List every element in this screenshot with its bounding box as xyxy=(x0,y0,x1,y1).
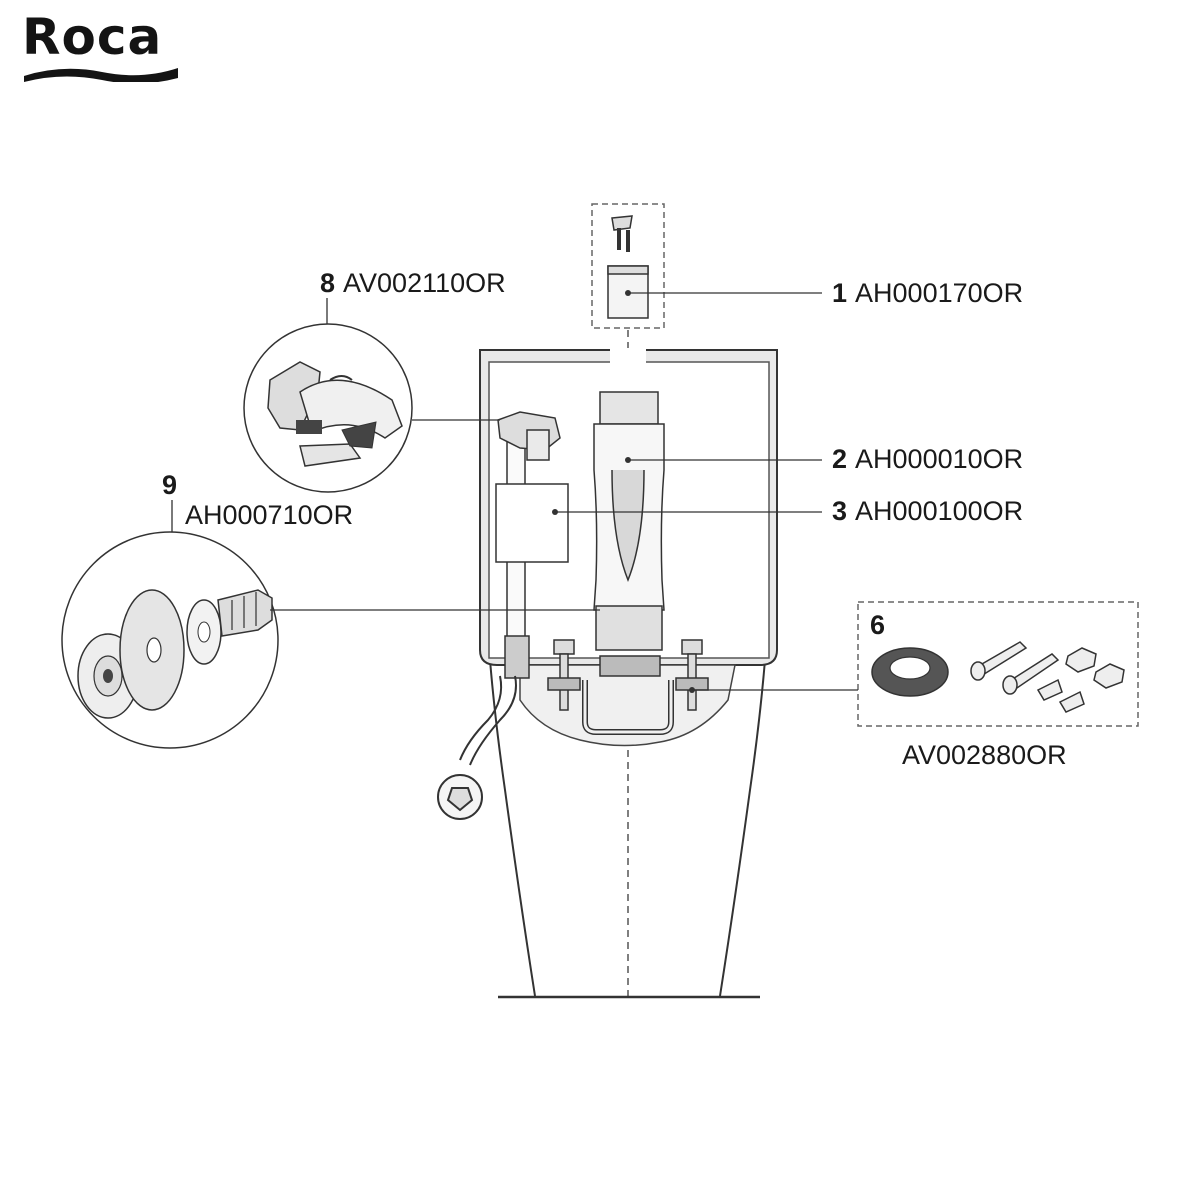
part-number: 2 xyxy=(832,444,848,474)
part-code: AH000170OR xyxy=(855,278,1024,308)
part-6-fixing-kit xyxy=(857,601,1139,727)
part-code: AH000100OR xyxy=(855,496,1024,526)
part-code: AH000010OR xyxy=(855,444,1024,474)
flush-valve xyxy=(593,391,665,677)
part-6-number: 6 xyxy=(870,610,886,640)
part-code: AV002110OR xyxy=(343,268,506,298)
part-9-code: AH000710OR xyxy=(185,500,354,530)
fill-valve xyxy=(495,411,569,679)
logo-wordmark: Roca xyxy=(22,8,163,66)
part-6-code: AV002880OR xyxy=(902,740,1067,770)
part-1-push-button xyxy=(591,203,665,329)
tank-bolts xyxy=(547,639,709,711)
bowl-mounting-section xyxy=(519,664,736,747)
toilet-pedestal xyxy=(489,659,766,999)
roca-logo: Roca xyxy=(22,8,182,84)
part-9-number: 9 xyxy=(162,470,178,500)
leader-lines xyxy=(171,292,858,691)
part-number: 1 xyxy=(832,278,848,308)
part-number: 8 xyxy=(320,268,336,298)
inlet-hose xyxy=(437,675,517,820)
part-number: 3 xyxy=(832,496,848,526)
logo-swoosh-icon xyxy=(24,68,178,82)
part-9-detail-circle xyxy=(61,531,279,749)
part-8-detail-circle xyxy=(243,323,413,493)
